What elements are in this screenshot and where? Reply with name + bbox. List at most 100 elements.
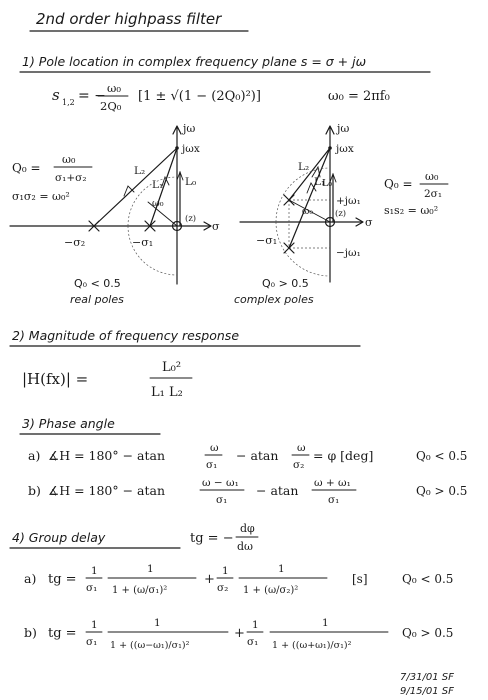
signature-date-1: 7/31/01 SF (400, 672, 454, 683)
magnitude-numerator: L₀² (162, 360, 181, 375)
magnitude-lhs: |H(fx)| = (22, 370, 88, 388)
real-L0-label: L₀ (185, 176, 196, 188)
complex-q-numerator: ω₀ (425, 170, 439, 183)
complex-L1-arrow (311, 165, 321, 178)
gd-a-t3-denominator: σ₂ (217, 582, 228, 594)
phase-b-label: b) (28, 483, 41, 498)
section-1-heading: 1) Pole location in complex frequency pl… (22, 54, 366, 69)
real-sigma-label: σ (212, 220, 220, 233)
group-delay-definition: tg = − dφ dω (190, 522, 259, 553)
complex-jw-label: jω (335, 122, 349, 135)
phase-b-lhs: ∡H = 180° − atan (48, 483, 165, 498)
real-line-L2 (93, 147, 178, 227)
complex-caption-type: complex poles (234, 293, 314, 306)
real-jwx-label: jωx (180, 143, 200, 155)
pole-formula-numerator: ω₀ (107, 81, 121, 95)
complex-L2-arrow (306, 182, 317, 194)
phase-b-mid: − atan (256, 483, 298, 498)
complex-q-lhs: Q₀ = (384, 177, 413, 191)
signature-date-2: 9/15/01 SF (400, 686, 454, 697)
complex-L1-label: L₁ (314, 176, 325, 188)
gd-b-t1-numerator: 1 (91, 619, 98, 631)
real-L2-arrow (123, 185, 135, 197)
phase-a-f1-denominator: σ₁ (206, 459, 217, 471)
real-q-numerator: ω₀ (62, 153, 76, 166)
phase-b-f1-numerator: ω − ω₁ (202, 477, 239, 489)
real-sigma-arrowhead (203, 221, 212, 231)
real-L2-label: L₂ (134, 165, 145, 177)
group-delay-formula-b: b) tg = 1 σ₁ 1 1 + ((ω−ω₁)/σ₁)² + 1 σ₁ 1… (24, 617, 453, 651)
phase-b-condition: Q₀ > 0.5 (416, 484, 467, 498)
group-delay-formula-a: a) tg = 1 σ₁ 1 1 + (ω/σ₁)² + 1 σ₂ 1 1 + … (24, 563, 453, 596)
real-jw-label: jω (181, 122, 195, 135)
real-omega0-label: ω₀ (152, 198, 164, 209)
pole-formula-lhs: s (52, 86, 60, 104)
complex-product: s₁s₂ = ω₀² (384, 204, 438, 217)
complex-L2-label: L₂ (298, 161, 309, 173)
gd-a-condition: Q₀ < 0.5 (402, 572, 453, 586)
gd-b-t2-numerator: 1 (154, 617, 161, 629)
complex-omega0-label: ω₀ (302, 207, 313, 217)
gd-b-t1-denominator: σ₁ (86, 636, 97, 648)
real-L1-label: L₁ (152, 179, 163, 191)
complex-pos-jw1-label: +jω₁ (336, 195, 361, 207)
gd-a-lhs: tg = (48, 572, 77, 587)
pole-formula-denominator: 2Q₀ (100, 99, 122, 113)
real-neg-sigma2-label: −σ₂ (64, 236, 85, 249)
real-zero-circle (171, 220, 183, 232)
complex-omega0-radius (288, 199, 331, 223)
gd-b-t4-numerator: 1 (322, 617, 329, 629)
gd-a-unit: [s] (352, 572, 368, 586)
complex-line-L2 (288, 147, 331, 249)
complex-jw-arrowhead (325, 125, 335, 135)
phase-b-f2-denominator: σ₁ (328, 494, 339, 506)
complex-L0-arrow (329, 172, 337, 183)
section-2-heading: 2) Magnitude of frequency response (12, 328, 239, 343)
pole-formula-equals: = − (78, 88, 106, 104)
omega0-definition: ω₀ = 2πf₀ (328, 89, 390, 104)
real-jw-arrowhead (172, 125, 182, 135)
pole-formula-subscript: 1,2 (62, 98, 75, 107)
complex-sigma-label: σ (365, 216, 373, 229)
complex-pole-lower-cross (283, 242, 295, 254)
real-q-denominator: σ₁+σ₂ (55, 172, 87, 184)
real-L0-arrow (176, 170, 184, 181)
real-zero-label: (z) (185, 213, 196, 224)
real-pole-s1-cross (144, 220, 156, 232)
complex-poles-diagram: jω σ jωx L₂ L₁ L₀ ω₀ (z) +jω₁ −jω₁ −σ₁ (234, 122, 449, 306)
real-caption-condition: Q₀ < 0.5 (74, 277, 121, 290)
group-delay-def-lhs: tg = − (190, 531, 234, 546)
complex-L0-label: L₀ (322, 178, 332, 189)
gd-b-label: b) (24, 625, 37, 640)
real-omega0-arc-lower (127, 225, 178, 276)
complex-neg-jw1-label: −jω₁ (336, 247, 361, 259)
phase-formula-a: a) ∡H = 180° − atan ω σ₁ − atan ω σ₂ = φ… (28, 442, 467, 471)
magnitude-formula: |H(fx)| = L₀² L₁ L₂ (22, 360, 193, 400)
gd-a-t1-denominator: σ₁ (86, 582, 97, 594)
phase-a-f2-numerator: ω (297, 442, 306, 454)
complex-zero-label: (z) (335, 208, 346, 219)
complex-zero-circle (324, 216, 336, 228)
phase-b-f1-denominator: σ₁ (216, 494, 227, 506)
phase-b-f2-numerator: ω + ω₁ (314, 477, 351, 489)
complex-neg-sigma1-label: −σ₁ (256, 234, 277, 247)
gd-a-label: a) (24, 571, 36, 586)
phase-a-label: a) (28, 448, 40, 463)
phase-formula-b: b) ∡H = 180° − atan ω − ω₁ σ₁ − atan ω +… (28, 477, 467, 506)
page-title: 2nd order highpass filter (36, 10, 222, 28)
complex-pole-upper-cross (283, 194, 295, 206)
group-delay-def-numerator: dφ (240, 522, 255, 535)
gd-b-plus: + (234, 626, 245, 641)
complex-sigma-arrowhead (355, 217, 364, 227)
phase-a-f2-denominator: σ₂ (293, 459, 304, 471)
real-product: σ₁σ₂ = ω₀² (12, 190, 70, 203)
gd-a-t2-numerator: 1 (147, 563, 154, 575)
gd-b-t4-denominator: 1 + ((ω+ω₁)/σ₁)² (272, 640, 352, 651)
section-3-heading: 3) Phase angle (22, 416, 115, 431)
group-delay-def-denominator: dω (237, 540, 253, 553)
real-omega0-radius (147, 201, 178, 227)
gd-a-t2-denominator: 1 + (ω/σ₁)² (112, 585, 167, 596)
section-4-heading: 4) Group delay (12, 530, 106, 545)
gd-b-lhs: tg = (48, 626, 77, 641)
magnitude-denominator: L₁ L₂ (151, 385, 183, 400)
